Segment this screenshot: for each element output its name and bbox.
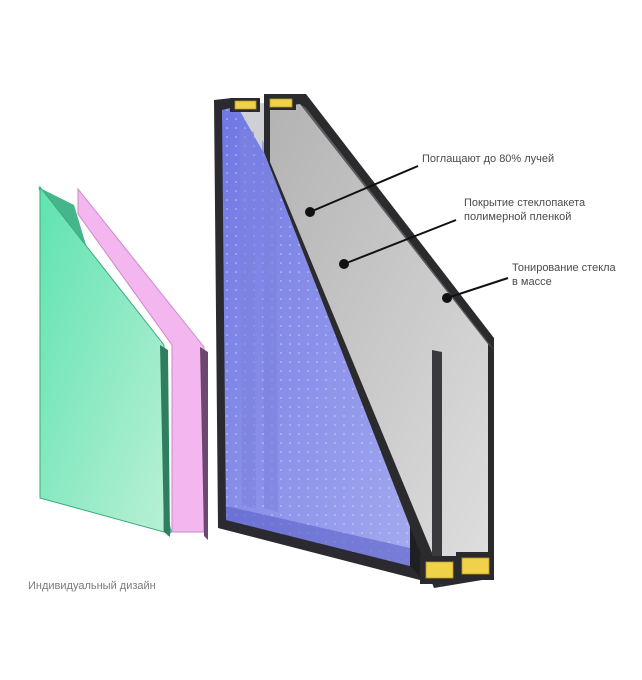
- callout-film-label: Покрытие стеклопакета полимерной пленкой: [464, 196, 585, 224]
- spacer-bottom: [420, 552, 494, 584]
- callout-tint-text-line2: в массе: [512, 276, 552, 288]
- callout-film-text-line2: полимерной пленкой: [464, 211, 572, 223]
- grey-glass-pane: [264, 94, 494, 588]
- callout-tint-text-line1: Тонирование стекла: [512, 262, 616, 274]
- callout-tint-line: [442, 277, 509, 303]
- callout-film-text-line1: Покрытие стеклопакета: [464, 197, 586, 209]
- callout-tint-label: Тонирование стекла в массе: [512, 261, 616, 289]
- callout-absorb-label: Поглащают до 80% лучей: [422, 152, 554, 166]
- callout-absorb-line: [305, 165, 419, 217]
- callout-film-line: [339, 219, 457, 269]
- caption-text: Индивидуальный дизайн: [28, 580, 156, 592]
- callout-absorb-text: Поглащают до 80% лучей: [422, 153, 555, 165]
- green-glass-sheet: [38, 185, 172, 537]
- spacer-top: [230, 96, 296, 112]
- pink-film-sheet: [77, 187, 208, 540]
- caption-custom-design: Индивидуальный дизайн: [28, 579, 156, 593]
